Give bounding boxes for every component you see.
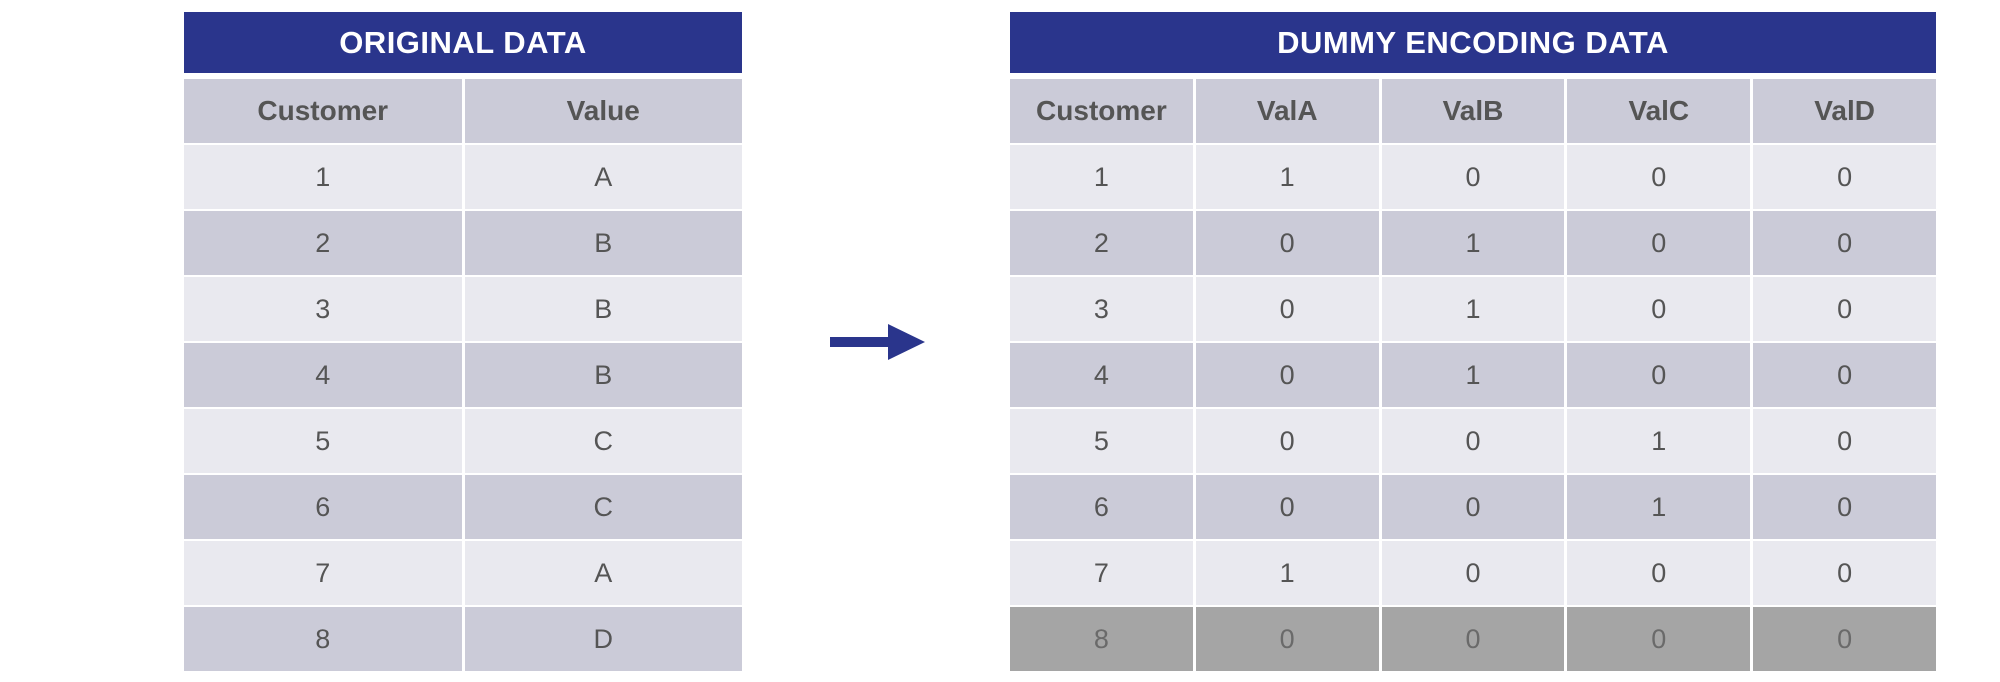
table-cell: A <box>464 541 742 605</box>
column-header: Customer <box>1010 79 1196 143</box>
table-cell: C <box>464 409 742 473</box>
table-cell: 7 <box>184 541 465 605</box>
original-data-title: ORIGINAL DATA <box>184 12 742 73</box>
column-header: ValD <box>1753 79 1936 143</box>
table-cell: 1 <box>1381 277 1568 341</box>
table-cell: 0 <box>1195 277 1382 341</box>
table-cell: 2 <box>1010 211 1196 275</box>
table-cell: 0 <box>1753 277 1936 341</box>
table-cell: 1 <box>1381 343 1568 407</box>
table-cell: 0 <box>1753 409 1936 473</box>
table-cell: 0 <box>1753 211 1936 275</box>
table-cell: 2 <box>184 211 465 275</box>
column-header: ValC <box>1567 79 1754 143</box>
table-cell: 0 <box>1195 211 1382 275</box>
table-cell: 1 <box>184 145 465 209</box>
table-cell: 0 <box>1753 607 1936 671</box>
column-header: ValA <box>1195 79 1382 143</box>
table-cell: 4 <box>1010 343 1196 407</box>
table-cell: B <box>464 211 742 275</box>
table-cell: 6 <box>184 475 465 539</box>
table-cell: 0 <box>1381 409 1568 473</box>
table-cell: 0 <box>1567 607 1754 671</box>
dummy-encoding-title: DUMMY ENCODING DATA <box>1010 12 1936 73</box>
table-cell: 0 <box>1567 277 1754 341</box>
table-cell: 0 <box>1195 409 1382 473</box>
title-gap <box>1010 73 1936 79</box>
right-arrow-icon <box>830 324 925 360</box>
table-cell: 0 <box>1567 211 1754 275</box>
table-cell: B <box>464 343 742 407</box>
table-cell: 5 <box>1010 409 1196 473</box>
table-cell: 0 <box>1381 145 1568 209</box>
table-cell: B <box>464 277 742 341</box>
table-cell: 1 <box>1195 145 1382 209</box>
table-cell: C <box>464 475 742 539</box>
table-cell: 0 <box>1567 145 1754 209</box>
table-cell: A <box>464 145 742 209</box>
table-cell: 1 <box>1010 145 1196 209</box>
title-gap <box>184 73 742 79</box>
table-cell: 0 <box>1195 343 1382 407</box>
table-cell: 1 <box>1195 541 1382 605</box>
table-cell: 0 <box>1567 541 1754 605</box>
table-cell: 0 <box>1753 475 1936 539</box>
table-cell: 0 <box>1753 145 1936 209</box>
table-cell: 0 <box>1195 475 1382 539</box>
table-cell: 8 <box>184 607 465 671</box>
table-cell: 3 <box>184 277 465 341</box>
table-cell: 0 <box>1381 541 1568 605</box>
table-cell: 1 <box>1381 211 1568 275</box>
table-cell: 0 <box>1753 541 1936 605</box>
table-cell: 0 <box>1195 607 1382 671</box>
column-header: Value <box>464 79 742 143</box>
table-cell: 8 <box>1010 607 1196 671</box>
table-cell: 0 <box>1381 475 1568 539</box>
table-cell: 0 <box>1381 607 1568 671</box>
table-cell: 6 <box>1010 475 1196 539</box>
table-cell: 0 <box>1567 343 1754 407</box>
column-header: Customer <box>184 79 465 143</box>
table-cell: 4 <box>184 343 465 407</box>
table-cell: 1 <box>1567 475 1754 539</box>
table-cell: 3 <box>1010 277 1196 341</box>
table-cell: 0 <box>1753 343 1936 407</box>
table-cell: 5 <box>184 409 465 473</box>
table-cell: D <box>464 607 742 671</box>
column-header: ValB <box>1381 79 1568 143</box>
table-cell: 1 <box>1567 409 1754 473</box>
table-cell: 7 <box>1010 541 1196 605</box>
